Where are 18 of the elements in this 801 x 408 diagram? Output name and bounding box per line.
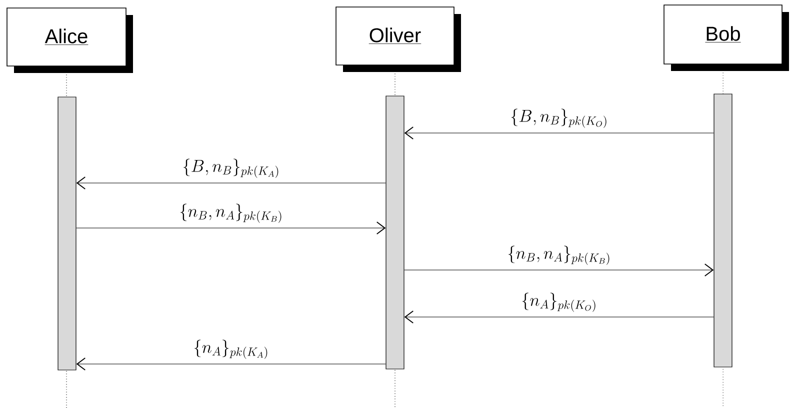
message-arrow	[404, 264, 714, 276]
message-label: $\{n_B, n_A\}_{pk(K_B)}$	[180, 204, 282, 223]
activation-bar	[58, 96, 76, 370]
message-label: $\{n_A\}_{pk(K_O)}$	[522, 292, 596, 312]
message-arrow	[76, 176, 386, 190]
activation-bar	[714, 94, 732, 368]
message-label: $\{n_B, n_A\}_{pk(K_B)}$	[508, 246, 610, 265]
message-arrow	[76, 222, 386, 234]
message-label: $\{B, n_B\}_{pk(K_A)}$	[183, 158, 278, 178]
message-arrow	[404, 126, 714, 140]
message-arrow	[404, 310, 714, 324]
activation-bar	[386, 96, 404, 370]
message-label: $\{n_A\}_{pk(K_A)}$	[194, 340, 268, 359]
participant-box: Oliver	[336, 6, 461, 72]
participant-box: Bob	[664, 4, 789, 71]
message-arrow	[76, 358, 386, 370]
participant-box: Alice	[6, 8, 133, 73]
message-label: $\{B, n_B\}_{pk(K_O)}$	[511, 108, 606, 128]
